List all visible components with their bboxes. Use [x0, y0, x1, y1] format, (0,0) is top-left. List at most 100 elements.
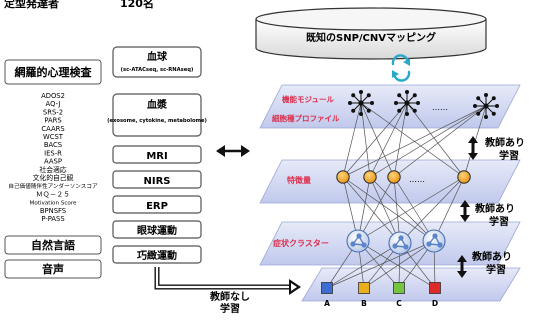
edge-line — [342, 102, 408, 178]
output-node — [393, 282, 405, 294]
survey-item: AQ-J — [46, 100, 61, 108]
nirs-label: NIRS — [144, 176, 171, 187]
edge-line — [369, 102, 408, 178]
double-arrow-icon — [216, 145, 250, 157]
edge-line — [342, 102, 362, 178]
survey-item: ＭＱ－２５ — [36, 190, 70, 198]
survey-item: AASP — [44, 158, 62, 166]
edge-line — [369, 105, 487, 178]
cluster-nodes — [346, 229, 446, 255]
output-label: D — [432, 299, 438, 308]
survey-item: P-PASS — [41, 215, 64, 223]
output-label: A — [324, 299, 330, 308]
natural-language-label: 自然言語 — [31, 238, 75, 252]
sync-icon — [391, 54, 411, 82]
edge-line — [360, 102, 465, 178]
dexterity-label: 巧緻運動 — [137, 249, 177, 262]
survey-item: WCST — [43, 133, 64, 141]
supervised-label-1: 教師あり学習 — [484, 136, 525, 162]
header-group-label: 定型発達者 — [4, 0, 59, 10]
eye-movement-label: 眼球運動 — [137, 224, 177, 237]
survey-item: BPNSFS — [40, 207, 66, 215]
edge-line — [406, 102, 465, 178]
output-node — [321, 282, 333, 294]
feature-node — [336, 170, 350, 184]
survey-item: CAARS — [41, 125, 64, 133]
edge-line — [357, 176, 395, 242]
edge-line — [342, 105, 487, 178]
edge-line — [363, 240, 435, 289]
natural-language-box — [4, 235, 102, 255]
erp-label: ERP — [146, 201, 168, 212]
plasma-title: 血漿 — [147, 98, 168, 111]
erp-box — [112, 195, 202, 214]
edge-line — [369, 176, 435, 242]
blood-cell-box — [112, 46, 202, 78]
edge-line — [399, 176, 465, 244]
cluster-node — [422, 229, 446, 253]
feature-ellipsis: …… — [409, 175, 425, 184]
module-star-node — [473, 93, 499, 119]
profile-label: 細胞種プロファイル — [272, 113, 340, 123]
survey-item-list: ADOS2AQ-JSRS-2PARSCAARSWCSTBACSIES-RAASP… — [8, 92, 98, 223]
edge-line — [433, 176, 465, 242]
nirs-box — [112, 170, 202, 189]
supervised-label-3: 教師あり学習 — [471, 250, 512, 276]
cluster-label: 症状クラスター — [273, 238, 329, 248]
supervised-arrow-icons — [457, 136, 478, 278]
module-star-node — [394, 90, 420, 116]
voice-label: 音声 — [42, 262, 64, 276]
supervised-label-2: 教師あり学習 — [474, 202, 515, 228]
output-panel — [301, 267, 521, 302]
output-label: C — [396, 299, 402, 308]
survey-item: BACS — [44, 141, 62, 149]
edge-line — [357, 240, 436, 289]
output-label: B — [361, 299, 367, 308]
survey-box — [4, 59, 102, 85]
edge-line — [369, 176, 401, 244]
up-down-arrow-icon — [460, 200, 470, 222]
output-nodes: A B C D — [321, 282, 441, 308]
output-node — [358, 282, 370, 294]
module-ellipsis: …… — [432, 103, 448, 112]
cluster-node — [346, 229, 370, 253]
feature-node — [387, 170, 401, 184]
eye-movement-box — [112, 220, 202, 239]
unsupervised-arrow-icon — [154, 267, 301, 295]
feature-node — [363, 170, 377, 184]
database-title: 既知のSNP/CNVマッピング — [306, 31, 436, 44]
survey-item: SRS-2 — [43, 108, 63, 116]
unsupervised-learning-label: 教師なし学習 — [209, 290, 250, 315]
plasma-box — [112, 93, 202, 137]
edge-line — [342, 176, 401, 244]
survey-item: 自己価値随伴性アンダーソンスコア — [8, 182, 98, 190]
edge-line — [342, 176, 435, 242]
edge-line — [326, 242, 401, 289]
survey-item: Motivation Score — [30, 201, 77, 207]
dexterity-box — [112, 245, 202, 264]
edge-line — [393, 176, 435, 242]
cluster-node — [388, 231, 412, 255]
up-down-arrow-icon — [457, 255, 467, 278]
feature-label: 特徴量 — [287, 175, 311, 185]
edge-line — [357, 176, 465, 242]
module-star-node — [348, 90, 374, 116]
blood-cell-subtitle: (sc-ATACseq, sc-RNAseq) — [121, 67, 194, 73]
plasma-subtitle: (exosome, cytokine, metabolome) — [107, 118, 207, 124]
module-label: 機能モジュール — [282, 94, 334, 104]
survey-title: 網羅的心理検査 — [15, 65, 92, 79]
voice-box — [4, 259, 102, 279]
module-panel — [259, 84, 521, 129]
edge-line — [360, 102, 395, 178]
header-count: 120名 — [120, 0, 154, 10]
survey-item: PARS — [44, 117, 61, 125]
mri-box — [112, 145, 202, 164]
mri-label: MRI — [146, 151, 167, 162]
up-down-arrow-icon — [468, 136, 478, 160]
edge-line — [326, 240, 435, 289]
blood-cell-title: 血球 — [147, 50, 168, 63]
module-nodes — [348, 90, 499, 119]
survey-item: 社会適応 — [39, 165, 66, 174]
feature-nodes — [336, 170, 471, 184]
